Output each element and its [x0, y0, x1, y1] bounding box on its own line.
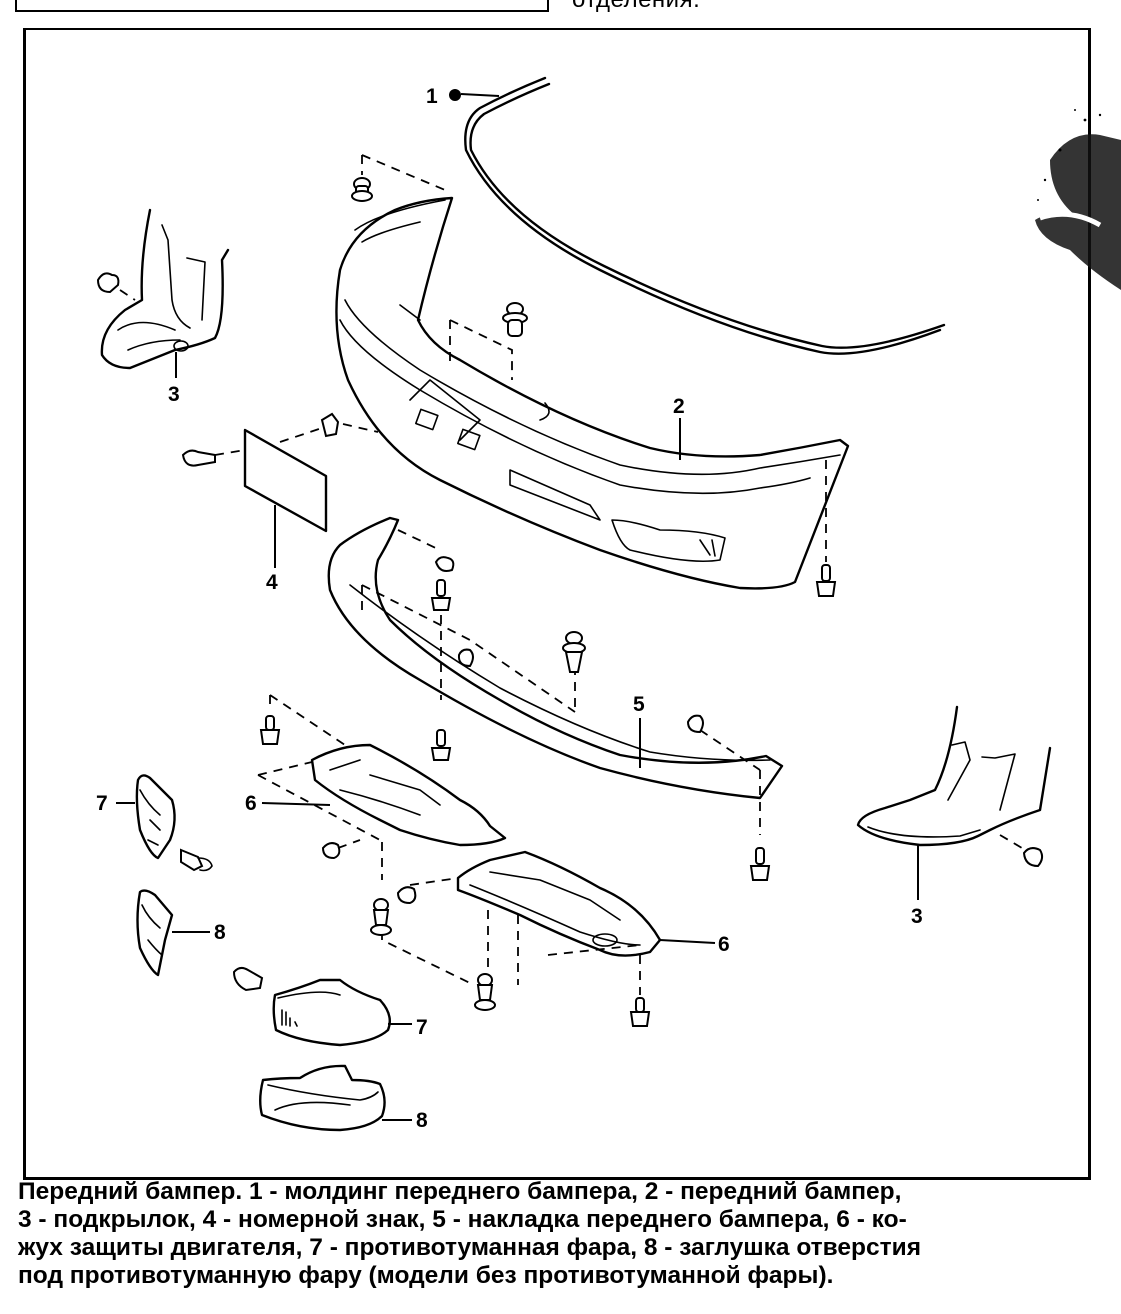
callout-8-front: 8 [416, 1109, 428, 1132]
part-1-molding [460, 76, 946, 355]
callout-1: 1 [426, 85, 438, 108]
bolt-cover-1 [430, 579, 452, 611]
part-4-license-plate [181, 412, 379, 568]
clip-bumper-top-center [502, 302, 528, 337]
callout-1-dot-marker [449, 89, 461, 101]
part-5-bumper-cover [327, 516, 784, 835]
figure-caption: Передний бампер. 1 - молдинг переднего б… [18, 1178, 1088, 1290]
previous-text-box [15, 0, 549, 12]
part-7-fog-lamp-side [116, 774, 213, 872]
part-3-fender-liner-right [856, 705, 1052, 900]
part-6-engine-shield-lower [396, 850, 716, 995]
caption-line: Передний бампер. 1 - молдинг переднего б… [18, 1178, 902, 1205]
caption-line: жух защиты двигателя, 7 - противотуманна… [18, 1234, 921, 1261]
callout-8-side: 8 [214, 921, 226, 944]
callout-2: 2 [673, 395, 685, 418]
callout-3-left: 3 [168, 383, 180, 406]
scan-smudge [1035, 109, 1121, 290]
figure-frame [23, 28, 1091, 1180]
callout-7-side: 7 [96, 792, 108, 815]
callout-7-front: 7 [416, 1016, 428, 1039]
callout-3-right: 3 [911, 905, 923, 928]
callout-5: 5 [633, 693, 645, 716]
bolt-shield-bottom [629, 997, 651, 1027]
part-6-engine-shield-upper [257, 694, 507, 986]
part-2-front-bumper [335, 196, 850, 590]
caption-line: 3 - подкрылок, 4 - номерной знак, 5 - на… [18, 1206, 907, 1233]
clip-shield-bottom [474, 973, 496, 1011]
part-3-fender-liner-left [96, 208, 230, 378]
clip-shield-left [370, 898, 392, 936]
part-8-plug-side [136, 889, 210, 977]
caption-line: под противотуманную фару (модели без про… [18, 1262, 834, 1289]
bolt-shield-top [259, 715, 281, 745]
bolt-cover-2 [430, 729, 452, 761]
clip-cover-center [562, 631, 586, 673]
part-7-fog-lamp-front [232, 966, 412, 1047]
bolt-cover-right [749, 847, 771, 881]
bolt-bumper-right [815, 564, 837, 597]
callout-4: 4 [266, 571, 278, 594]
callout-6-upper: 6 [245, 792, 257, 815]
callout-6-lower: 6 [718, 933, 730, 956]
previous-text-fragment: отделения. [572, 0, 700, 14]
part-8-plug-front [259, 1064, 412, 1132]
clip-bumper-top-left [351, 154, 446, 202]
